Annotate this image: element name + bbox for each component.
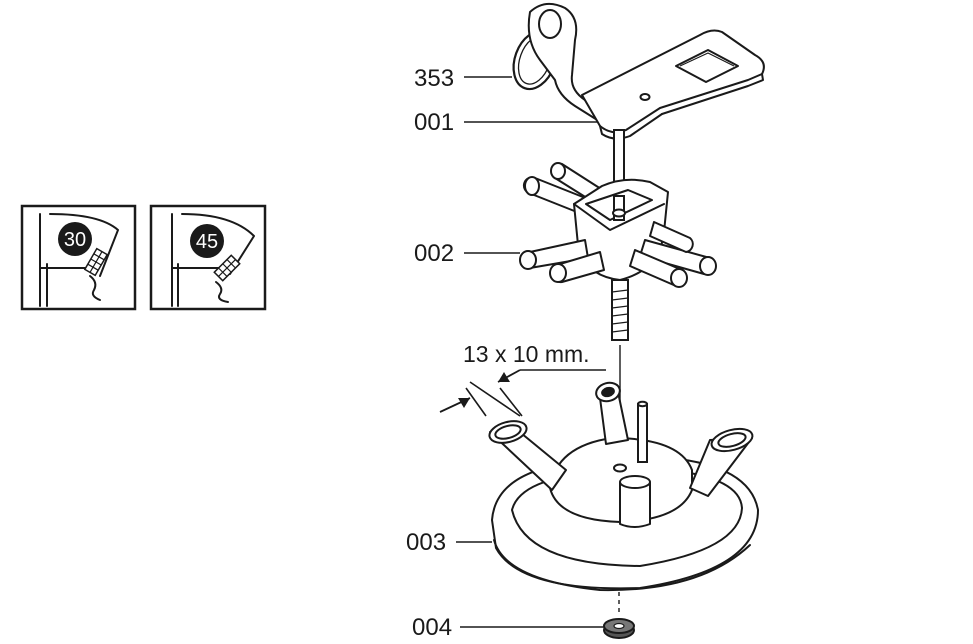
- part-003-bowl: [488, 381, 759, 592]
- angle-badge-30: [58, 222, 92, 256]
- callout-003: 003: [406, 529, 492, 556]
- part-label-002: 002: [414, 240, 454, 267]
- callout-001: 001: [414, 109, 598, 136]
- angle-option-30[interactable]: 30: [20, 204, 137, 311]
- callout-004: 004: [412, 614, 604, 641]
- part-002-claw: [519, 162, 717, 341]
- part-label-003: 003: [406, 529, 446, 556]
- callout-353: 353: [414, 65, 512, 92]
- part-label-001: 001: [414, 109, 454, 136]
- dimension-label: 13 x 10 mm.: [463, 341, 590, 367]
- teat-cup-icon: [83, 247, 109, 277]
- angle-option-45[interactable]: 45: [149, 204, 267, 311]
- dimension-annotation: 13 x 10 mm.: [439, 341, 606, 417]
- angle-badge-45: [190, 224, 224, 258]
- angle-label-45: 45: [196, 231, 218, 253]
- part-label-004: 004: [412, 614, 452, 641]
- part-label-353: 353: [414, 65, 454, 92]
- angle-label-30: 30: [64, 229, 86, 251]
- part-004-washer: [603, 618, 635, 639]
- teat-cup-icon: [213, 254, 241, 282]
- callout-002: 002: [414, 240, 520, 267]
